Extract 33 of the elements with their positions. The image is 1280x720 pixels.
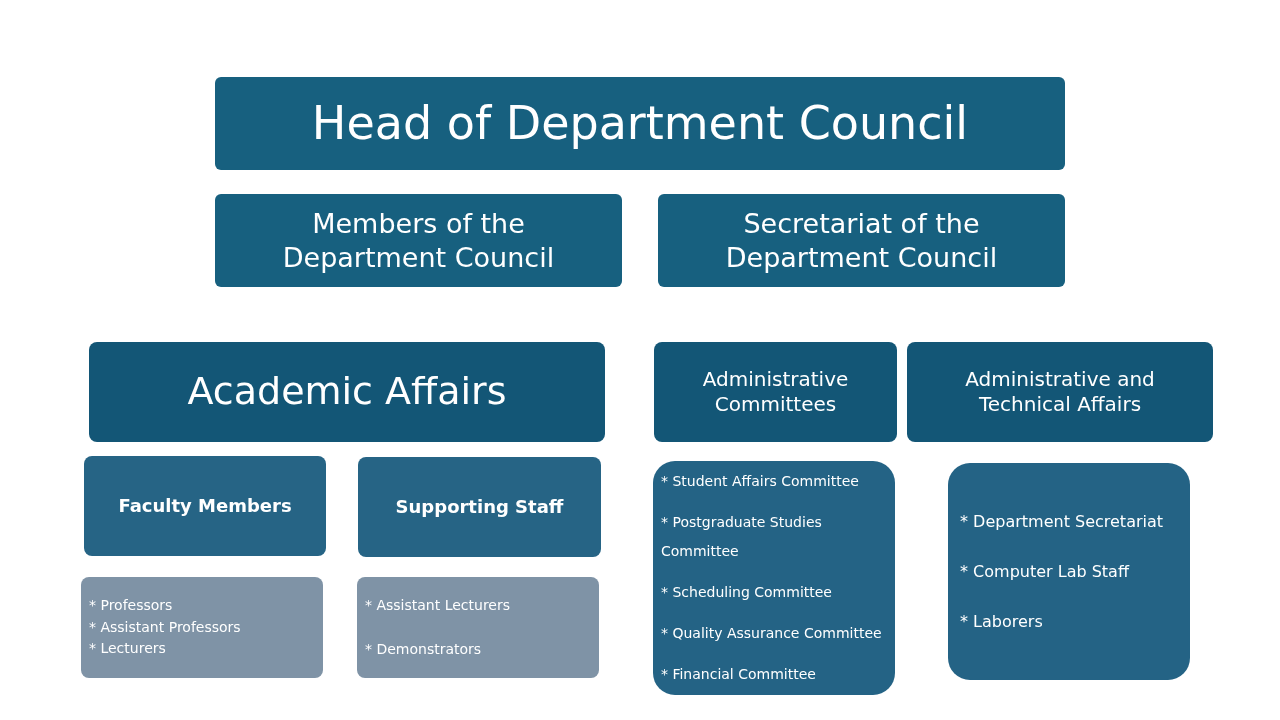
list-item: * Demonstrators <box>365 640 482 658</box>
box-title: Members of the Department Council <box>281 206 556 275</box>
list-panel <box>653 461 895 695</box>
box-title: Supporting Staff <box>395 495 564 519</box>
list-item: * Postgraduate Studies Committee <box>661 513 823 561</box>
list-item: * Laborers <box>960 611 1043 632</box>
list-item: * Financial Committee <box>661 665 816 684</box>
title-box <box>358 457 601 557</box>
title-box <box>84 456 326 556</box>
box-title: Head of Department Council <box>311 94 969 152</box>
list-item: * Assistant Lecturers <box>365 597 511 615</box>
list-item: * Student Affairs Committee <box>661 472 859 491</box>
list-item: * Professors <box>89 597 173 615</box>
list-item: * Lecturers <box>89 640 166 658</box>
list-panel <box>357 577 599 678</box>
title-box <box>215 77 1065 170</box>
box-title: Administrative Committees <box>701 367 850 417</box>
title-box <box>215 194 622 287</box>
list-item: * Computer Lab Staff <box>960 561 1129 582</box>
box-title: Administrative and Technical Affairs <box>964 367 1156 417</box>
box-title: Secretariat of the Department Council <box>724 206 999 275</box>
list-panel <box>81 577 323 678</box>
box-title: Faculty Members <box>118 494 292 518</box>
list-item: * Quality Assurance Committee <box>661 624 882 643</box>
list-item: * Assistant Professors <box>89 618 241 637</box>
list-panel <box>948 463 1190 680</box>
title-box <box>907 342 1213 442</box>
title-box <box>654 342 897 442</box>
list-item: * Department Secretariat <box>960 511 1164 532</box>
list-item: * Scheduling Committee <box>661 583 832 602</box>
title-box <box>658 194 1065 287</box>
title-box <box>89 342 605 442</box>
box-title: Academic Affairs <box>187 368 507 416</box>
